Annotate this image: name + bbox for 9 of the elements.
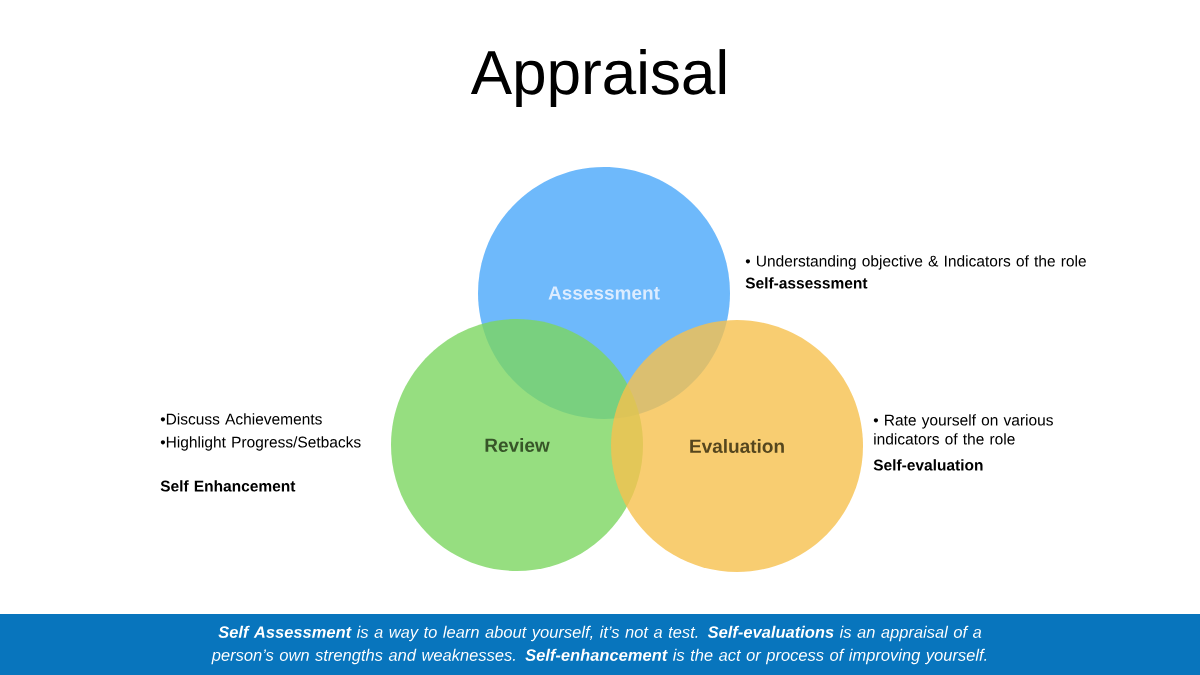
heading: Self-evaluation [873,459,983,471]
bullet-point: •Highlight Progress/Setbacks [160,436,361,451]
bullet-point: • Understanding objective & Indicators of the role [745,255,1086,270]
heading: Self Enhancement [160,480,296,492]
bullet-point: • Rate yourself on various indicators of the role [873,414,1053,445]
caption-banner: Self Assessment is a way to learn about yourself, it’s not a test. Self-evaluations is an appraisal of a person’s own strengths and weaknesses. Self-enhancement is the act or process of improving yourself. [0,614,1200,675]
bullet-point: •Discuss Achievements [160,413,322,425]
title: Appraisal [470,49,726,107]
heading: Self-assessment [745,277,868,289]
